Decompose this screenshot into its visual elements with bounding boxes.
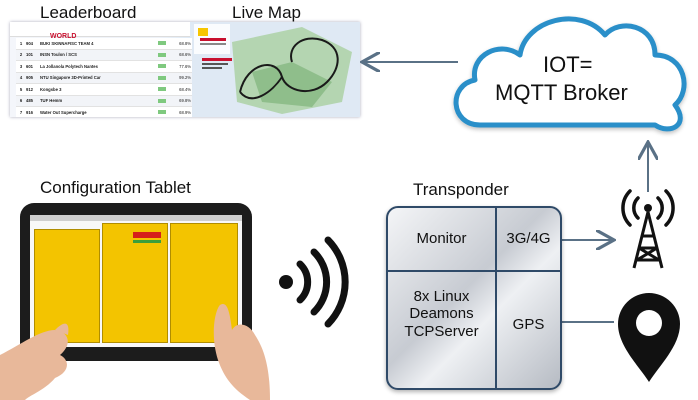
location-pin-icon — [618, 293, 680, 382]
live-map-panel — [192, 22, 360, 117]
leaderboard-status-chip — [158, 110, 166, 115]
daemons-line-3: TCPServer — [404, 322, 479, 340]
leaderboard-cell-team: TUF Hemm — [40, 98, 63, 104]
leaderboard-status-chip — [158, 64, 166, 69]
leaderboard-cell-pos: 1 — [19, 40, 23, 46]
leaderboard-cell-team: Water Out Supercharge — [40, 109, 87, 115]
leaderboard-status-chip — [158, 98, 166, 103]
leaderboard-cell-pos: 5 — [19, 86, 23, 92]
leaderboard-cell-pos: 3 — [19, 63, 23, 69]
tablet — [20, 203, 252, 361]
leaderboard-cell-num: 905 — [26, 75, 33, 81]
cloud-line-1: IOT= — [543, 52, 593, 77]
leaderboard-cell-val: 68.8% — [179, 40, 191, 46]
monitor-cell: Monitor — [416, 230, 467, 247]
live-map-graphic — [192, 22, 360, 117]
leaderboard-cell-num: 912 — [26, 86, 33, 92]
leaderboard-cell-val: 68.4% — [179, 86, 191, 92]
leaderboard-status-chip — [158, 75, 166, 80]
leaderboard-cell-val: 68.9% — [179, 109, 191, 115]
leaderboard-cell-pos: 4 — [19, 75, 23, 81]
cellular-cell: 3G/4G — [506, 230, 551, 247]
leaderboard-cell-team: INSN Toulon / SCS — [40, 52, 77, 58]
cloud-line-2: MQTT Broker — [495, 80, 628, 105]
leaderboard-cell-team: Kongsbe 3 — [40, 86, 62, 92]
leaderboard-cell-team: BUKI SKINNAFISC TEAM 4 — [40, 40, 94, 46]
leaderboard-cell-val: 77.6% — [179, 63, 191, 69]
leaderboard-cell-num: 601 — [26, 63, 33, 69]
leaderboard-cell-val: 69.8% — [179, 98, 191, 104]
configuration-tablet-label: Configuration Tablet — [40, 178, 191, 197]
leaderboard-cell-num: 916 — [26, 109, 33, 115]
gps-cell: GPS — [512, 316, 545, 333]
leaderboard-cell-team: NTU Singapore 3D-Printed Car — [40, 75, 101, 81]
tablet-panel-mid[interactable] — [102, 223, 168, 343]
leaderboard-status-chip — [158, 87, 166, 92]
leaderboard-logo-badge: WORLD — [50, 33, 77, 40]
leaderboard-status-chip — [158, 52, 166, 57]
leaderboard-cell-pos: 6 — [19, 98, 23, 104]
live-map-label: Live Map — [232, 3, 301, 22]
leaderboard-cell-pos: 7 — [19, 109, 23, 115]
hands-graphic — [0, 304, 270, 400]
leaderboard-header-strip: WORLD — [10, 22, 190, 40]
transponder-label: Transponder — [413, 180, 509, 199]
leaderboard-cell-pos: 2 — [19, 52, 23, 58]
leaderboard-status-chip — [158, 41, 166, 46]
leaderboard-cell-val: 68.6% — [179, 52, 191, 58]
tablet-topbar — [30, 215, 242, 221]
mqtt-cloud — [453, 16, 687, 132]
daemons-line-2: Deamons — [409, 305, 474, 323]
leaderboard-cell-val: 99.2% — [179, 75, 191, 81]
leaderboard-label: Leaderboard — [40, 3, 137, 22]
wireless-waves-icon — [279, 236, 349, 328]
cell-tower-icon — [621, 189, 675, 269]
daemons-cell: 8x Linux Deamons TCPServer — [388, 288, 495, 340]
leaderboard-cell-num: 101 — [26, 52, 33, 58]
daemons-line-1: 8x Linux — [413, 288, 470, 305]
transponder-box: Monitor 3G/4G 8x Linux Deamons TCPServer… — [386, 206, 562, 390]
leaderboard-cell-team: La Jollanola Polytech Nantes — [40, 63, 98, 69]
leaderboard-cell-num: 904 — [26, 40, 33, 46]
leaderboard-cell-num: 485 — [26, 98, 33, 104]
